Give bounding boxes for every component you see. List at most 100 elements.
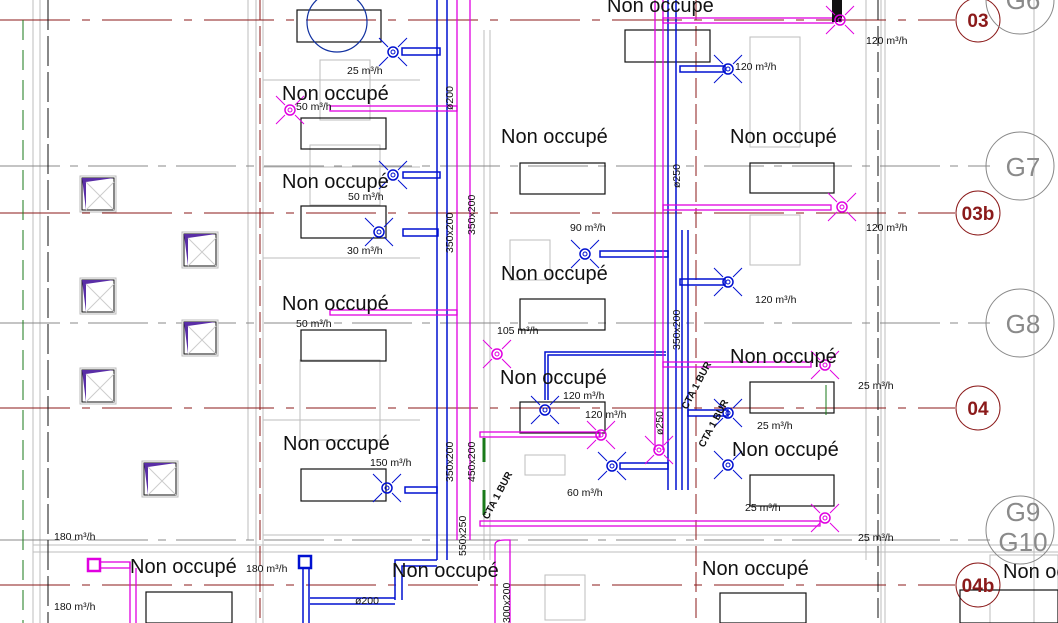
air-diffuser-icon (827, 192, 857, 222)
airflow-label: 25 m³/h (347, 65, 383, 77)
air-diffuser-icon (713, 267, 743, 297)
room-label: Non occupé (501, 126, 608, 148)
duct-size-label: 300x200 (501, 583, 513, 623)
air-diffuser-icon (713, 398, 743, 428)
air-diffuser-icon (378, 160, 408, 190)
grid-column-label: G6 (1006, 0, 1041, 15)
room-label: Non occupé (282, 83, 389, 105)
grid-row-label: 03 (967, 11, 988, 32)
airflow-label: 120 m³/h (866, 35, 908, 47)
grid-bubble-g6 (985, 0, 1055, 35)
airflow-label: 120 m³/h (735, 61, 777, 73)
equipment-tag: CTA 1 BUR (697, 397, 732, 449)
skylight-icon (181, 231, 219, 269)
grid-bubbles (955, 0, 1055, 608)
grid-lines (0, 0, 1035, 623)
air-diffuser-icon (275, 95, 305, 125)
airflow-label: 25 m³/h (858, 380, 894, 392)
architectural-walls (32, 0, 1058, 623)
grid-bubble-03b (955, 190, 1001, 236)
grid-bubble-g9 (985, 495, 1055, 565)
duct-size-label: ø250 (671, 164, 683, 188)
air-diffuser-icon (586, 420, 616, 450)
airflow-labels: 25 m³/h 50 m³/h 50 m³/h 30 m³/h 120 m³/h… (54, 35, 908, 613)
room-label: Non occupé (130, 556, 237, 578)
airflow-label: 180 m³/h (54, 531, 96, 543)
air-diffuser-icon (530, 395, 560, 425)
airflow-label: 50 m³/h (348, 191, 384, 203)
airflow-label: 25 m³/h (757, 420, 793, 432)
air-diffuser-icon (810, 350, 840, 380)
grid-bubble-g8 (985, 288, 1055, 358)
grid-column-label: G7 (1006, 152, 1041, 182)
grid-bubble-04b (955, 562, 1001, 608)
air-diffuser-icon (644, 435, 674, 465)
room-label: Non occupé (732, 439, 839, 461)
skylight-icon (181, 319, 219, 357)
duct-size-label: ø250 (654, 411, 666, 435)
skylight-icon (79, 367, 117, 405)
grid-column-label: G10 (998, 527, 1047, 557)
grid-bubble-04 (955, 385, 1001, 431)
green-markers (482, 385, 827, 515)
extract-ducts (297, 0, 729, 623)
air-diffuser-icon (364, 217, 394, 247)
air-diffuser-icon (378, 37, 408, 67)
room-label: Non occupé (501, 263, 608, 285)
airflow-label: 25 m³/h (745, 502, 781, 514)
room-label: Non occupé (283, 433, 390, 455)
grid-row-label: 04 (967, 399, 989, 420)
grid-axis-labels: 03 03b 04 04b G6 G7 G8 G9 G10 (962, 0, 1048, 597)
duct-size-label: 450x200 (466, 442, 478, 482)
airflow-label: 60 m³/h (567, 487, 603, 499)
grid-row-label: 03b (962, 204, 995, 225)
air-diffuser-icon (482, 339, 512, 369)
grid-bubble-03 (955, 0, 1001, 43)
skylight-icon (141, 460, 179, 498)
airflow-label: 25 m³/h (858, 532, 894, 544)
air-diffuser-icon (597, 451, 627, 481)
duct-size-label: 350x200 (444, 442, 456, 482)
black-marker (832, 0, 842, 22)
skylight-icon (79, 277, 117, 315)
airflow-label: 180 m³/h (246, 563, 288, 575)
airflow-label: 105 m³/h (497, 325, 539, 337)
air-diffuser-icon (810, 503, 840, 533)
airflow-label: 90 m³/h (570, 222, 606, 234)
airflow-label: 180 m³/h (54, 601, 96, 613)
room-label: Non occupé (730, 126, 837, 148)
room-label: Non occupé (392, 560, 499, 582)
duct-size-label: 550x250 (457, 516, 469, 556)
duct-size-labels: ø200 350x200 350x200 ø250 350x200 ø250 3… (355, 86, 683, 623)
duct-size-label: 350x200 (466, 195, 478, 235)
room-label: Non occupé (607, 0, 714, 17)
airflow-label: 120 m³/h (585, 409, 627, 421)
air-diffuser-icon (713, 450, 743, 480)
room-label: Non occupé (500, 367, 607, 389)
airflow-label: 120 m³/h (563, 390, 605, 402)
airflow-label: 30 m³/h (347, 245, 383, 257)
airflow-label: 50 m³/h (296, 101, 332, 113)
duct-size-label: 350x200 (444, 213, 456, 253)
room-label: Non occupé (730, 346, 837, 368)
airflow-label: 120 m³/h (866, 222, 908, 234)
air-diffusers (275, 5, 857, 533)
skylights (79, 175, 219, 498)
air-diffuser-icon (825, 5, 855, 35)
airflow-label: 50 m³/h (296, 318, 332, 330)
room-label: Non occupé (1003, 561, 1058, 583)
duct-size-label: ø200 (355, 595, 379, 607)
ceiling-units (145, 0, 1058, 623)
grid-column-label: G8 (1006, 309, 1041, 339)
grid-bubble-g7 (985, 131, 1055, 201)
duct-size-label: ø200 (444, 86, 456, 110)
room-labels: Non occupé Non occupé Non occupé Non occ… (130, 0, 1058, 583)
skylight-icon (79, 175, 117, 213)
room-label: Non occupé (702, 558, 809, 580)
equipment-tag: CTA 1 BUR (481, 469, 516, 521)
grid-column-label: G9 (1006, 497, 1041, 527)
room-label: Non occupé (282, 293, 389, 315)
air-diffuser-icon (372, 473, 402, 503)
